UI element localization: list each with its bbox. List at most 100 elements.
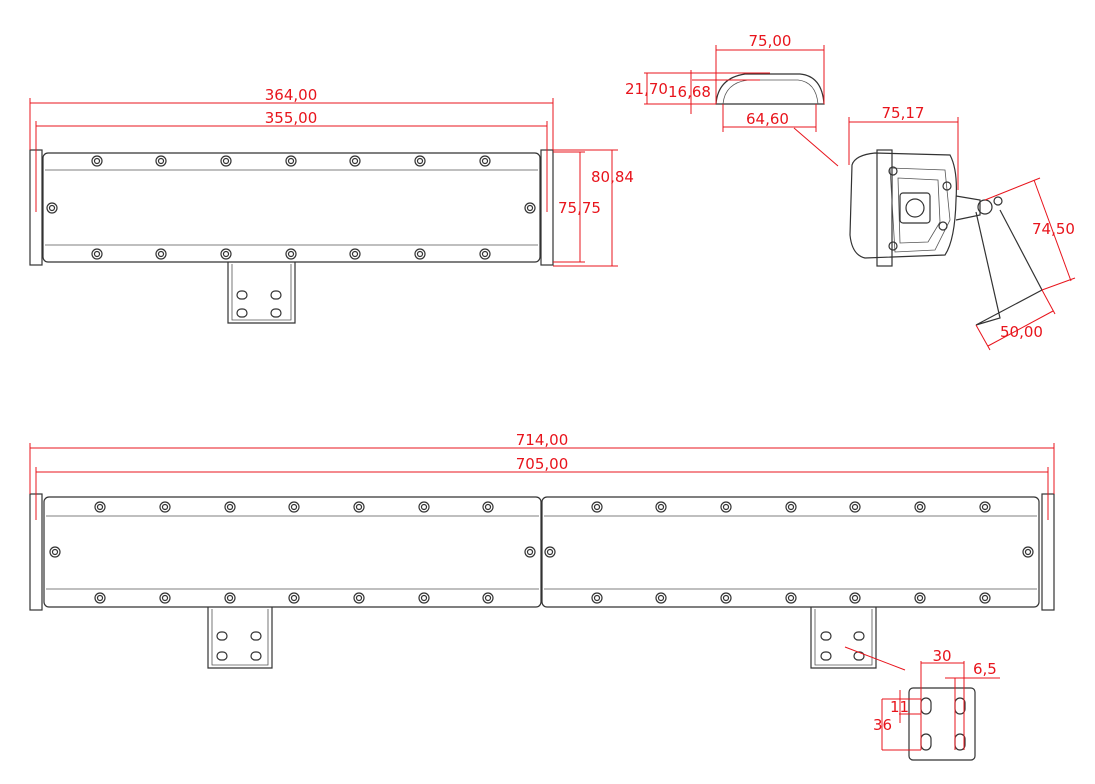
screw-hole: [418, 501, 430, 513]
dim-overall-height: 80,84: [591, 168, 634, 186]
screw-hole: [414, 248, 426, 260]
screw-hole: [290, 594, 298, 602]
dim-overall-length: 364,00: [265, 86, 318, 104]
screw-hole: [526, 204, 534, 212]
screw-hole: [914, 592, 926, 604]
screw-hole: [849, 592, 861, 604]
screw-hole: [285, 155, 297, 167]
screw-hole: [979, 501, 991, 513]
dim-side-width: 75,17: [882, 104, 925, 122]
screw-hole: [161, 503, 169, 511]
screw-hole: [914, 501, 926, 513]
bracket-slot: [820, 631, 832, 641]
screw-hole: [785, 592, 797, 604]
screw-hole: [484, 503, 492, 511]
mounting-bracket: [227, 262, 296, 324]
screw-hole: [224, 501, 236, 513]
screw-hole: [49, 546, 61, 558]
screw-hole: [91, 248, 103, 260]
screw-hole: [349, 248, 361, 260]
bracket-slot: [216, 651, 228, 661]
screw-hole: [226, 594, 234, 602]
screw-hole: [355, 503, 363, 511]
profile-view: 75,00 21,70 16,68 64,60: [625, 32, 839, 167]
screw-hole: [287, 250, 295, 258]
screw-hole: [220, 155, 232, 167]
screw-hole: [94, 592, 106, 604]
screw-hole: [155, 248, 167, 260]
screw-hole: [1022, 546, 1034, 558]
screw-hole: [288, 592, 300, 604]
dim-slot-length: 11: [890, 698, 909, 716]
screw-hole: [981, 594, 989, 602]
side-view: 75,17 74,50 50,00: [848, 104, 1076, 351]
screw-hole: [479, 248, 491, 260]
screw-hole: [916, 594, 924, 602]
screw-hole: [787, 594, 795, 602]
screw-hole: [285, 248, 297, 260]
screw-hole: [1024, 548, 1032, 556]
screw-hole: [222, 250, 230, 258]
screw-hole: [416, 250, 424, 258]
screw-hole: [353, 592, 365, 604]
screw-hole: [93, 157, 101, 165]
bracket-slot: [250, 651, 262, 661]
screw-hole: [851, 503, 859, 511]
screw-hole: [355, 594, 363, 602]
screw-hole: [720, 501, 732, 513]
bracket-slot: [270, 290, 282, 300]
screw-hole: [787, 503, 795, 511]
screw-hole: [481, 250, 489, 258]
dim-body-length: 355,00: [265, 109, 318, 127]
short-light-bar-front-view: [29, 149, 554, 324]
screw-hole: [226, 503, 234, 511]
dim-profile-height-outer: 21,70: [625, 80, 668, 98]
screw-hole: [222, 157, 230, 165]
screw-hole: [46, 202, 58, 214]
short-bar-dimensions: 364,00 355,00 80,84 75,75: [29, 86, 634, 267]
screw-hole: [159, 592, 171, 604]
screw-hole: [220, 248, 232, 260]
screw-hole: [482, 592, 494, 604]
bracket-slot: [236, 308, 248, 318]
long-bar-dimensions: 714,00 705,00: [29, 431, 1055, 520]
screw-hole: [720, 592, 732, 604]
dim-profile-base-width: 64,60: [746, 110, 789, 128]
screw-hole: [157, 157, 165, 165]
screw-hole: [93, 250, 101, 258]
screw-hole: [155, 155, 167, 167]
long-light-bar-front-view: [29, 493, 1055, 669]
screw-hole: [722, 594, 730, 602]
screw-hole: [418, 592, 430, 604]
screw-hole: [351, 250, 359, 258]
screw-hole: [524, 546, 536, 558]
screw-hole: [593, 594, 601, 602]
bar-body: [42, 152, 541, 263]
screw-hole: [524, 202, 536, 214]
screw-hole: [544, 546, 556, 558]
dim-bracket-width: 50,00: [1000, 323, 1043, 341]
screw-hole: [849, 501, 861, 513]
dim-slot-width: 6,5: [973, 660, 997, 678]
screw-hole: [655, 592, 667, 604]
screw-hole: [526, 548, 534, 556]
screw-hole: [48, 204, 56, 212]
bracket-detail: 30 6,5 11 36: [844, 646, 1000, 761]
screw-hole: [657, 503, 665, 511]
screw-hole: [414, 155, 426, 167]
screw-hole: [420, 503, 428, 511]
bracket-slot: [270, 308, 282, 318]
screw-hole: [479, 155, 491, 167]
screw-holes: [46, 155, 536, 260]
screw-hole: [287, 157, 295, 165]
screw-hole: [94, 501, 106, 513]
screw-hole: [591, 501, 603, 513]
screw-holes: [49, 501, 1034, 604]
screw-hole: [420, 594, 428, 602]
screw-hole: [481, 157, 489, 165]
dim-bracket-height: 74,50: [1032, 220, 1075, 238]
dim-body-height: 75,75: [558, 199, 601, 217]
screw-hole: [351, 157, 359, 165]
screw-hole: [657, 594, 665, 602]
